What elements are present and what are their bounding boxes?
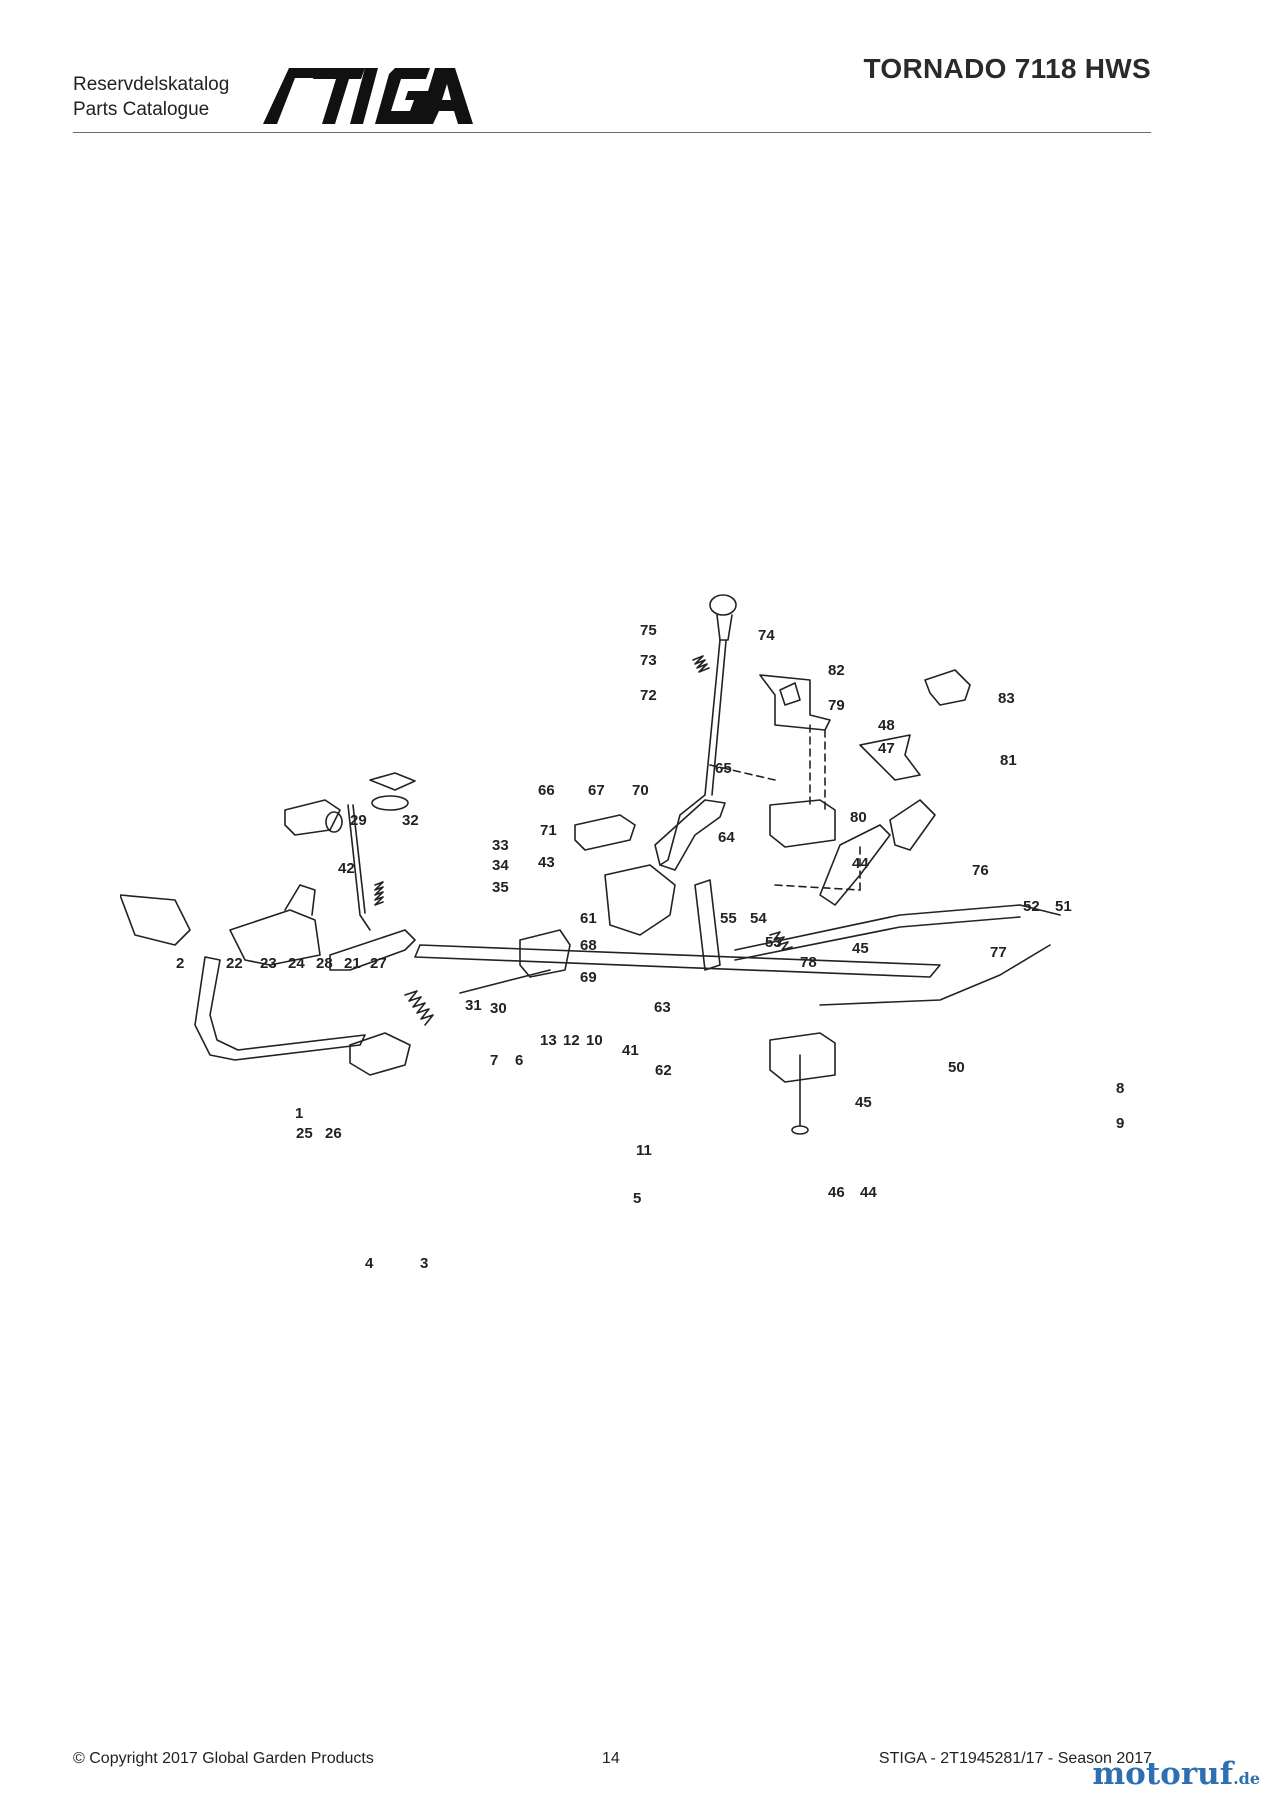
callout-label: 46 <box>828 1184 845 1201</box>
callout-label: 53 <box>765 934 782 951</box>
callout-label: 4 <box>365 1255 374 1272</box>
catalog-label-english: Parts Catalogue <box>73 99 210 120</box>
callout-label: 76 <box>972 862 989 879</box>
callout-label: 55 <box>720 910 737 927</box>
parts-exploded-diagram: 75 74 73 72 82 79 83 48 47 81 80 66 67 7… <box>120 594 1124 1272</box>
watermark-logo: motoruf.de <box>1092 1756 1260 1792</box>
callout-label: 8 <box>1116 1080 1124 1097</box>
callout-label: 80 <box>850 809 867 826</box>
callout-label: 50 <box>948 1059 965 1076</box>
callout-label: 73 <box>640 652 657 669</box>
callout-label: 68 <box>580 937 597 954</box>
diagram-parts <box>120 594 1061 1135</box>
callout-label: 67 <box>588 782 605 799</box>
callout-label: 6 <box>515 1052 523 1069</box>
callout-label: 41 <box>622 1042 639 1059</box>
callout-label: 21 <box>344 955 361 972</box>
callout-label: 74 <box>758 627 775 644</box>
callout-label: 27 <box>370 955 387 972</box>
callout-label: 82 <box>828 662 845 679</box>
callout-label: 32 <box>402 812 419 829</box>
callout-label: 22 <box>226 955 243 972</box>
callout-label: 2 <box>176 955 184 972</box>
page-number: 14 <box>602 1750 620 1767</box>
callout-label: 28 <box>316 955 333 972</box>
callout-label: 11 <box>636 1142 652 1159</box>
callout-label: 47 <box>878 740 895 757</box>
callout-label: 44 <box>852 855 869 872</box>
callout-label: 64 <box>718 829 735 846</box>
callout-label: 61 <box>580 910 597 927</box>
callout-label: 45 <box>852 940 869 957</box>
callout-label: 44 <box>860 1184 877 1201</box>
copyright: © Copyright 2017 Global Garden Products <box>73 1750 374 1767</box>
callout-label: 13 <box>540 1032 557 1049</box>
callout-label: 30 <box>490 1000 507 1017</box>
callout-label: 51 <box>1055 898 1072 915</box>
callout-label: 79 <box>828 697 845 714</box>
callout-label: 31 <box>465 997 482 1014</box>
callout-label: 78 <box>800 954 817 971</box>
callout-label: 75 <box>640 622 657 639</box>
callout-label: 5 <box>633 1190 641 1207</box>
stiga-logo <box>263 68 473 124</box>
callout-label: 10 <box>586 1032 603 1049</box>
callout-label: 65 <box>715 760 732 777</box>
callout-label: 9 <box>1116 1115 1124 1132</box>
callout-label: 43 <box>538 854 555 871</box>
callout-label: 35 <box>492 879 509 896</box>
callout-label: 25 <box>296 1125 313 1142</box>
header-divider <box>73 132 1151 133</box>
callout-label: 34 <box>492 857 509 874</box>
model-title: TORNADO 7118 HWS <box>863 53 1151 84</box>
callout-label: 77 <box>990 944 1007 961</box>
callout-label: 26 <box>325 1125 342 1142</box>
callout-label: 83 <box>998 690 1015 707</box>
callout-label: 23 <box>260 955 277 972</box>
catalog-label-swedish: Reservdelskatalog <box>73 74 230 95</box>
callout-label: 3 <box>420 1255 428 1272</box>
callout-label: 62 <box>655 1062 672 1079</box>
callout-label: 1 <box>295 1105 303 1122</box>
callout-label: 48 <box>878 717 895 734</box>
callout-label: 54 <box>750 910 767 927</box>
callout-label: 72 <box>640 687 657 704</box>
callout-label: 71 <box>540 822 557 839</box>
callout-label: 52 <box>1023 898 1040 915</box>
callout-label: 24 <box>288 955 305 972</box>
callout-labels: 75 74 73 72 82 79 83 48 47 81 80 66 67 7… <box>176 622 1124 1272</box>
callout-label: 42 <box>338 860 355 877</box>
document-reference: STIGA - 2T1945281/17 - Season 2017 <box>878 1750 1152 1767</box>
callout-label: 33 <box>492 837 509 854</box>
callout-label: 66 <box>538 782 555 799</box>
callout-label: 29 <box>350 812 367 829</box>
callout-label: 70 <box>632 782 649 799</box>
callout-label: 81 <box>1000 752 1017 769</box>
callout-label: 45 <box>855 1094 872 1111</box>
catalog-label: Reservdelskatalog Parts Catalogue <box>73 72 229 122</box>
callout-label: 12 <box>563 1032 580 1049</box>
callout-label: 69 <box>580 969 597 986</box>
callout-label: 63 <box>654 999 671 1016</box>
callout-label: 7 <box>490 1052 498 1069</box>
